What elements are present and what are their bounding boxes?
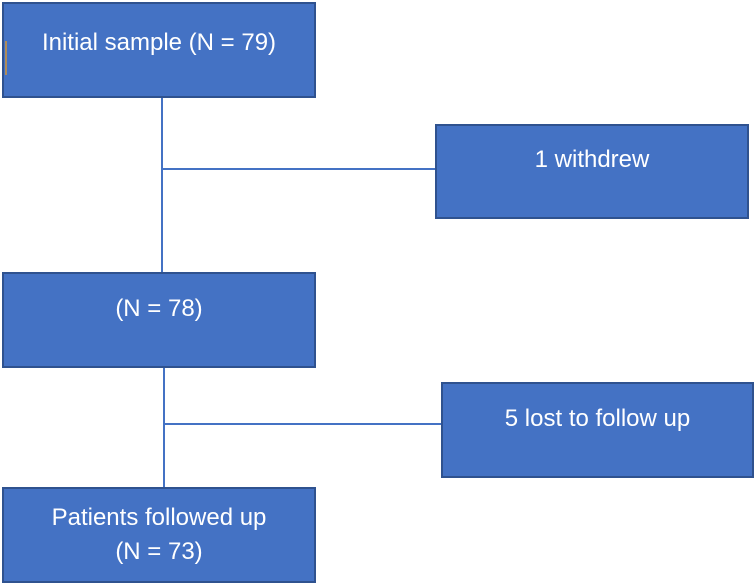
box-edge-mark (5, 41, 7, 75)
connector-vertical-top (161, 97, 163, 272)
followed-up-line1: Patients followed up (51, 504, 267, 531)
withdrew-box: 1 withdrew (435, 124, 749, 219)
connector-branch-withdrew (162, 168, 436, 170)
initial-sample-text: Initial sample (N = 79) (41, 29, 277, 56)
connector-vertical-bottom (163, 368, 165, 488)
lost-to-follow-up-text: 5 lost to follow up (504, 405, 691, 432)
followed-up-box: Patients followed up (N = 73) (2, 487, 316, 583)
withdrew-text: 1 withdrew (534, 146, 650, 173)
followed-up-line2: (N = 73) (115, 538, 203, 565)
initial-sample-box: Initial sample (N = 79) (2, 2, 316, 98)
middle-sample-box: (N = 78) (2, 272, 316, 368)
lost-to-follow-up-box: 5 lost to follow up (441, 382, 754, 478)
connector-branch-lost (164, 423, 442, 425)
middle-sample-text: (N = 78) (115, 295, 203, 322)
